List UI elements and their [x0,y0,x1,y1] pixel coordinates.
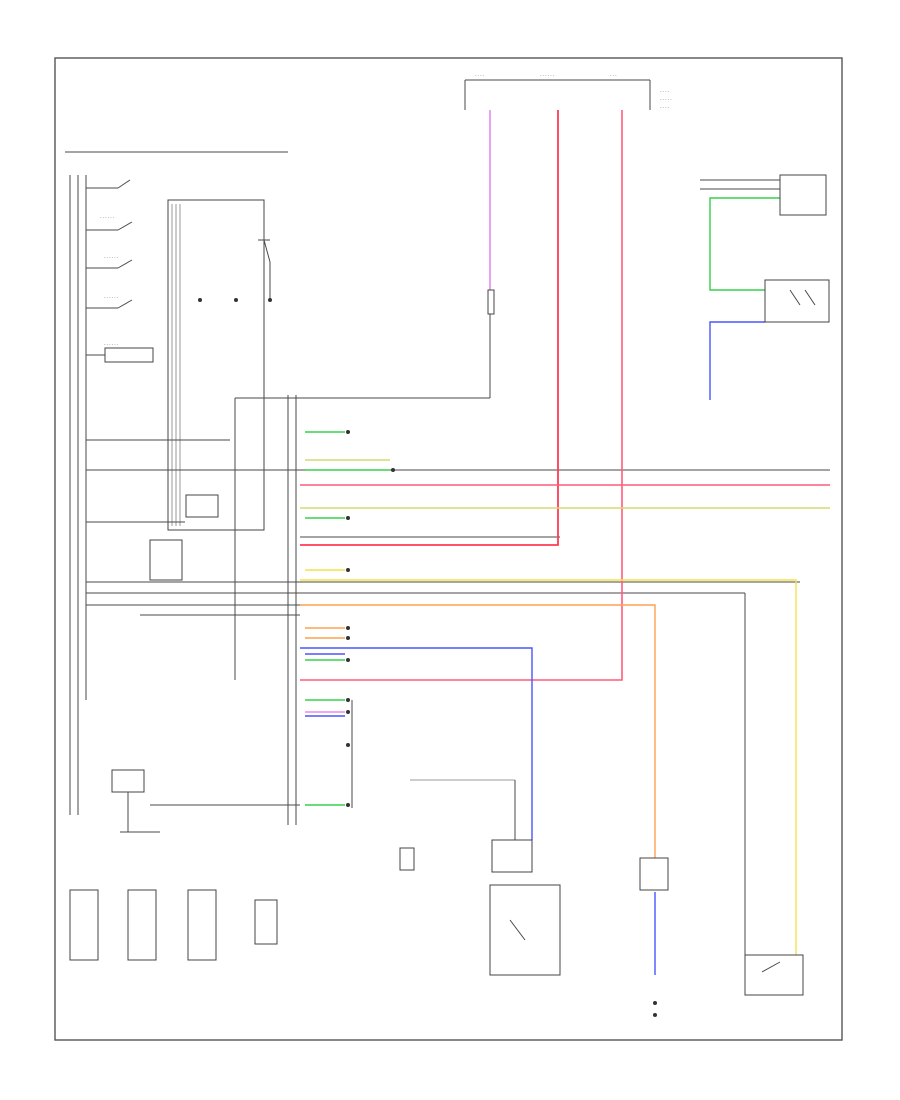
center-connector [287,395,297,825]
relay-box [764,279,830,323]
svg-text:- - - - -: - - - - - [660,96,672,101]
control-module [149,199,272,581]
left-switch-group: - - - - - - - - - - - - - - - - - - - - … [86,179,154,363]
svg-text:- - - - - -: - - - - - - [104,294,119,299]
svg-text:- - - - - -: - - - - - - [540,72,555,77]
harness-lines [86,185,830,960]
svg-text:- - -: - - - [610,72,617,77]
orange-long [300,604,656,860]
switch-assembly [69,769,278,961]
diagram-frame [54,57,843,1041]
svg-text:- - - -: - - - - [660,104,670,109]
left-bus-lines [69,175,87,815]
svg-text:- - - - - -: - - - - - - [100,214,115,219]
svg-text:- - - -: - - - - [660,88,670,93]
blue-right [709,321,765,400]
blue-lower [300,647,533,840]
sensor-box [104,347,154,363]
svg-text:- - - -: - - - - [475,72,485,77]
connector-stubs [305,431,390,806]
svg-text:- - - - - -: - - - - - - [104,341,119,346]
stub-dots [346,430,395,807]
bottom-center-components [399,779,561,976]
green-top-right [709,197,780,291]
svg-text:- - - - - -: - - - - - - [104,254,119,259]
yellow-long [300,579,797,960]
top-right-connector [700,174,827,216]
bottom-right-components [639,857,804,1017]
pink-right-trunk [300,110,623,681]
inline-component-1 [487,289,495,315]
top-connector-group: - - - - - - - - - - - - - - - - - - - - … [464,72,672,110]
red-center-trunk [300,110,559,546]
